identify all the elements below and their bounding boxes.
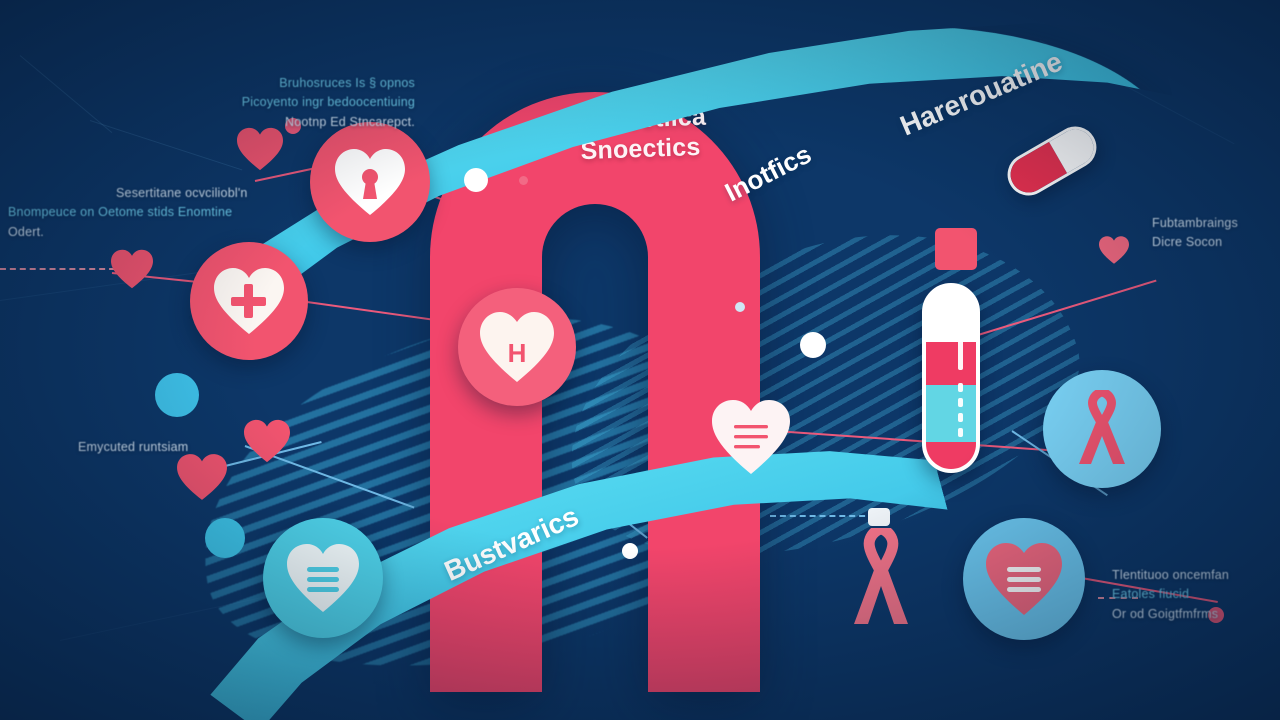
tube-tick [958,340,963,370]
tube-segment-cyan [926,385,976,442]
callout-line: Bnompeuce on Oetome stids Enomtine [8,205,233,220]
heart-plus-icon [214,268,284,334]
callout-line: Or od Goigtfmfrms [1112,606,1219,621]
heart-h-icon: H [480,312,554,382]
test-tube-cap [935,228,977,270]
tube-tick [958,383,963,392]
callout-line: Sesertitane ocvciliobl'n [116,186,248,200]
mini-heart [176,452,228,502]
node-heart-record-1[interactable] [710,398,792,476]
callout-line: Tlentituoo oncemfan [1112,568,1230,582]
callout-line: Emycuted runtsiam [78,440,189,454]
node-heart-h[interactable]: H [458,288,576,406]
heart-lines-icon [986,543,1062,615]
accent-dot [622,543,638,559]
callout-right-upper: Fubtambraings Dicre Socon [1152,214,1278,253]
accent-dot [205,518,245,558]
callout-line: Dicre Socon [1152,235,1223,250]
heart-lock-icon [335,149,405,215]
accent-dot [800,332,826,358]
callout-line: Odert. [8,224,44,239]
accent-dot [868,508,890,526]
accent-dot [155,373,199,417]
tube-tick [958,428,963,437]
callout-upper-left: Sesertitane ocvciliobl'n Bnompeuce on Oe… [8,184,268,242]
tube-segment-pink [926,341,976,386]
tube-tick [958,413,963,422]
callout-line: Bruhosruces Is § opnos [279,76,415,90]
connector-line [770,515,875,517]
mini-heart [1098,235,1130,265]
tube-segment-pink [926,441,976,469]
tube-segment-empty [926,287,976,342]
node-heart-record-2[interactable] [263,518,383,638]
accent-dot [464,168,488,192]
callout-line: Picoyento ingr bedoocentiuing [241,95,415,110]
awareness-ribbon-icon [1079,390,1125,464]
callout-line: Nootnp Ed Stncarepct. [285,114,415,129]
callout-mid-left: Emycuted runtsiam [78,438,278,457]
mini-heart [236,126,284,172]
callout-right-lower: Tlentituoo oncemfan Eatoles fiucid Or od… [1112,566,1272,624]
callout-top-left: Bruhosruces Is § opnos Picoyento ingr be… [145,74,415,132]
heart-lines-icon [712,400,790,474]
node-heart-lock[interactable] [310,122,430,242]
node-awareness-ribbon-loose[interactable] [848,528,914,626]
callout-line: Fubtambraings [1152,216,1238,230]
node-heart-plus[interactable] [190,242,308,360]
accent-dot [735,302,745,312]
test-tube-icon[interactable] [922,283,980,473]
node-awareness-ribbon[interactable] [1043,370,1161,488]
tube-tick [958,398,963,407]
accent-dot [519,176,528,185]
node-heart-record-3[interactable] [963,518,1085,640]
awareness-ribbon-icon [854,528,908,624]
heart-lines-icon [287,544,359,612]
mini-heart [110,248,154,290]
heart-h-letter: H [508,338,527,368]
callout-line: Eatoles fiucid [1112,587,1190,602]
